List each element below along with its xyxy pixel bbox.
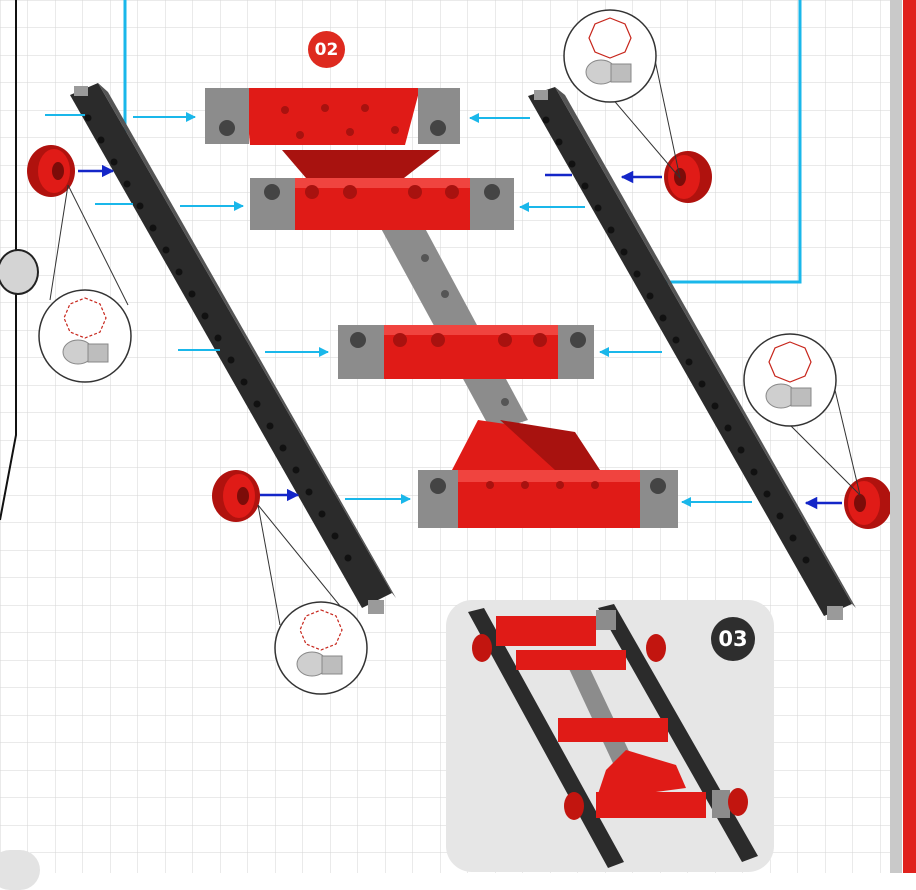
- page-edge: [890, 0, 916, 873]
- axle-nut-callout-icon: [275, 602, 367, 694]
- red-wheel-icon: [212, 470, 260, 522]
- red-wheel-icon: [472, 634, 492, 662]
- page-edge-gray: [890, 0, 902, 873]
- page-edge-red: [903, 0, 916, 873]
- red-wheel-icon: [728, 788, 748, 816]
- cross-bar-2: [338, 325, 594, 379]
- axle-nut-callout-icon: [564, 10, 656, 102]
- red-wheel-icon: [564, 792, 584, 820]
- step-number-badge: 02: [308, 31, 345, 68]
- axle-nut-callout-icon: [39, 290, 131, 382]
- red-wheel-icon: [844, 477, 892, 529]
- corner-tab: [0, 850, 40, 890]
- preview-step-badge: 03: [711, 617, 755, 661]
- cross-bar-1: [250, 178, 514, 230]
- axle-nut-callout-icon: [744, 334, 836, 426]
- red-wheel-icon: [646, 634, 666, 662]
- red-wheel-icon: [664, 151, 712, 203]
